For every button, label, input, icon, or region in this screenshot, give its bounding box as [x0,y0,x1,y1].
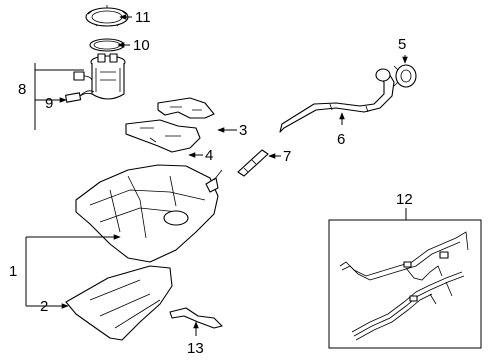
lock-ring-part [85,5,129,27]
hose-7-part [237,149,269,177]
callout-5: 5 [398,36,406,53]
callout-12: 12 [396,191,413,208]
fuel-lines-part [339,231,469,341]
callout-13: 13 [187,340,204,357]
heat-shield-3-part [157,97,215,119]
shield-2-part [65,265,173,341]
callout-2: 2 [40,298,48,315]
callout-4: 4 [205,147,213,164]
callout-6: 6 [337,131,345,148]
filler-pipe-part [279,68,395,133]
callout-9: 9 [45,95,53,112]
fuel-lines-box [328,219,482,349]
fuel-cap-part [393,64,417,88]
wiring-harness-9-part [65,92,93,103]
bracket-13-part [169,307,223,329]
callout-7: 7 [283,148,291,165]
callout-3: 3 [239,122,247,139]
callout-10: 10 [133,37,150,54]
heat-shield-4-part [125,119,201,153]
callout-8: 8 [18,81,26,98]
callout-1: 1 [9,263,17,280]
callout-11: 11 [135,9,151,26]
fuel-pump-module-part [73,53,126,100]
fuel-tank-part [75,164,223,263]
